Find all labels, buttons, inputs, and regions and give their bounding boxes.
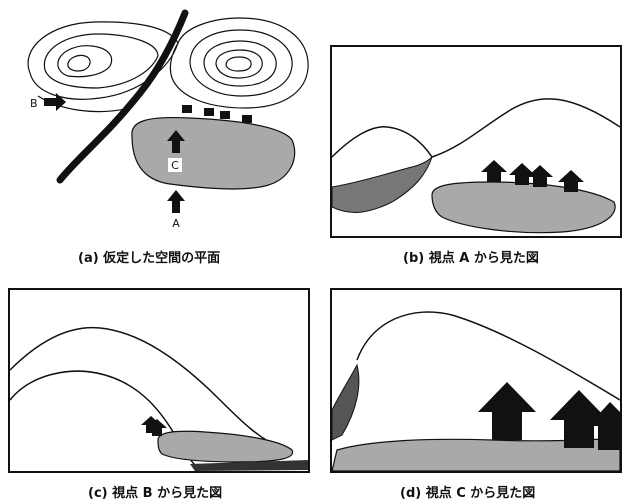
- house-icons: [478, 382, 620, 450]
- slope-shade: [332, 363, 360, 441]
- panel-d-frame: [330, 288, 622, 473]
- arrow-b-icon: [44, 93, 66, 111]
- pond-shape: [157, 430, 294, 463]
- label-a: A: [172, 217, 180, 230]
- arrow-c-icon: [167, 130, 185, 153]
- panel-a-plan: C B A: [20, 8, 320, 238]
- label-b: B: [30, 97, 38, 110]
- caption-b: (b) 視点 A から見た図: [403, 251, 539, 266]
- arrow-a-icon: [167, 190, 185, 213]
- caption-a: (a) 仮定した空間の平面: [78, 251, 221, 266]
- house-icon: [527, 165, 553, 187]
- view-from-a-diagram: [332, 98, 620, 234]
- pond-shape: [431, 181, 616, 234]
- house-icons: [481, 160, 584, 192]
- label-c: C: [171, 159, 179, 172]
- hill-curve: [356, 311, 620, 401]
- panel-b-frame: [330, 45, 622, 238]
- road-line: [56, 9, 189, 184]
- caption-c: (c) 視点 B から見た図: [88, 486, 223, 501]
- panel-c-frame: [8, 288, 310, 473]
- road-strip: [190, 460, 308, 471]
- house-markers: [182, 105, 252, 123]
- house-icon: [147, 419, 167, 436]
- house-icon: [558, 170, 584, 192]
- house-icon: [550, 390, 608, 448]
- pond-shape: [131, 116, 296, 190]
- house-icon: [478, 382, 536, 440]
- view-from-c-diagram: [332, 311, 620, 471]
- house-icon: [509, 163, 535, 185]
- caption-d: (d) 視点 C から見た図: [400, 486, 536, 501]
- right-hill: [431, 98, 620, 158]
- plan-view-diagram: C B A: [27, 9, 309, 230]
- house-icon: [588, 402, 620, 450]
- view-from-b-diagram: [10, 326, 308, 471]
- contour-lines: [27, 17, 309, 113]
- left-hill: [332, 126, 433, 158]
- house-icon: [481, 160, 507, 182]
- slope-shade: [332, 156, 433, 213]
- viewpoint-arrows: [44, 93, 185, 213]
- upper-ridge: [10, 326, 286, 451]
- house-icons: [141, 416, 167, 436]
